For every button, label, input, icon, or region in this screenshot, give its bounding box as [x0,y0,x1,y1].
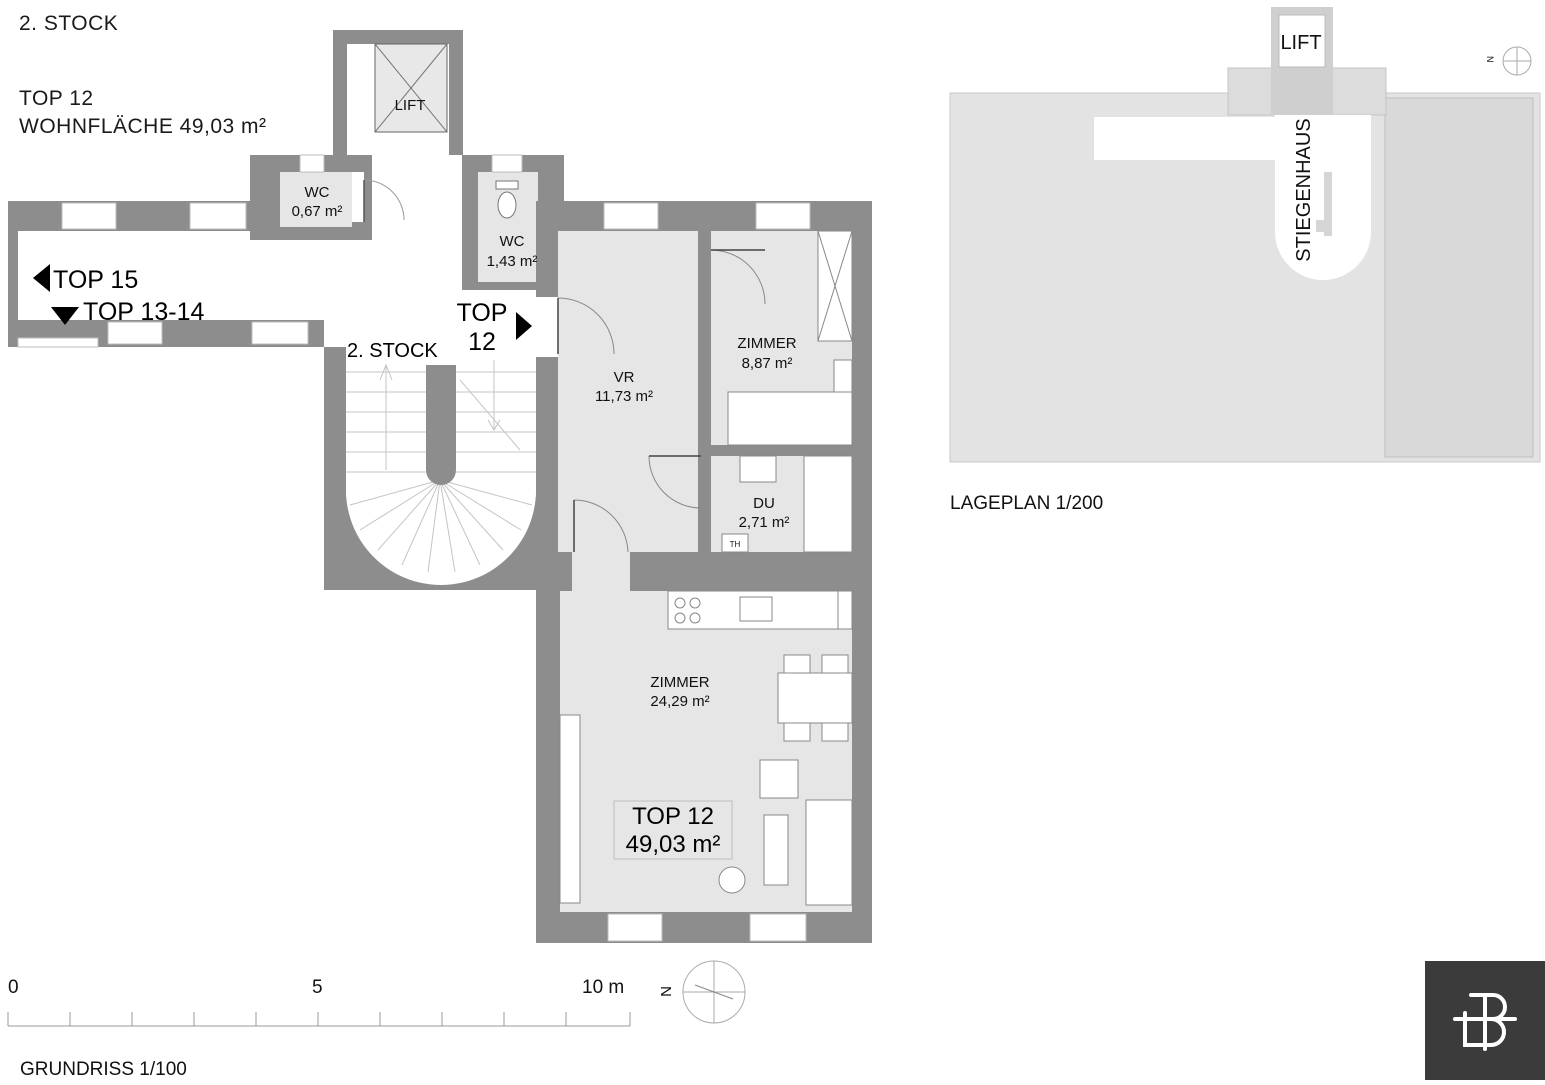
unit-box-name: TOP 12 [632,803,714,830]
wc-small [250,154,405,240]
arrow-left-icon [33,264,50,292]
lift-label: LIFT [395,97,426,114]
unit-label: TOP 12 [19,87,94,110]
site-compass-icon [1502,46,1532,76]
th-label: TH [730,540,741,549]
du-area: 2,71 m² [739,514,790,531]
compass-icon [682,960,746,1024]
scale-tick-5: 5 [312,977,323,998]
scale-tick-10: 10 m [582,977,624,998]
site-plan [949,7,1541,463]
floor-label: 2. STOCK [19,12,119,35]
kitchen-counter [667,590,853,630]
site-lift-label: LIFT [1280,32,1321,54]
wc-main-name: WC [500,233,525,250]
shower-fixtures [721,455,853,553]
staircase [324,347,550,590]
zimmer-large-name: ZIMMER [650,674,709,691]
top12-label-line1: TOP [457,299,508,327]
zimmer-small-area: 8,87 m² [742,355,793,372]
unit-box-area: 49,03 m² [626,831,721,858]
apartment-windows [603,202,811,942]
unit-box [613,800,733,860]
zimmer-small-name: ZIMMER [737,335,796,352]
grundriss-title: GRUNDRISS 1/100 [20,1059,187,1080]
site-north-label: N [1485,56,1495,63]
lageplan-title: LAGEPLAN 1/200 [950,493,1103,514]
zimmer-large-area: 24,29 m² [650,693,709,710]
logo-icon [1453,993,1517,1051]
vr-area: 11,73 m² [595,388,653,405]
top12-label-line2: 12 [468,328,496,356]
bedroom-furniture [727,230,853,446]
company-logo [1425,961,1545,1080]
arrow-down-icon [51,307,79,325]
top15-label: TOP 15 [53,266,138,294]
living-area-label: WOHNFLÄCHE 49,03 m² [19,115,267,138]
wc-small-name: WC [305,184,330,201]
scale-bar [7,1012,631,1027]
corridor-windows [17,202,309,348]
site-stair-label: STIEGENHAUS [1293,118,1315,261]
vr-name: VR [614,369,635,386]
stair-floor-label: 2. STOCK [347,340,438,362]
arrow-right-icon [516,312,532,340]
top13-14-label: TOP 13-14 [83,298,204,326]
wc-small-area: 0,67 m² [292,203,343,220]
lift-shaft [333,30,463,155]
wc-main-area: 1,43 m² [487,253,538,270]
scale-tick-0: 0 [8,977,19,998]
north-label: N [657,986,674,997]
du-name: DU [753,495,775,512]
doors [557,249,766,553]
living-furniture [559,654,853,906]
